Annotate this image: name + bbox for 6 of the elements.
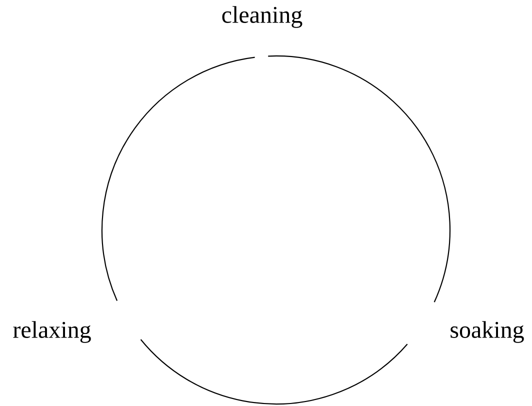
arc-line — [268, 56, 451, 302]
node-label: cleaning — [222, 6, 302, 28]
arc-line — [102, 56, 255, 301]
node-label: relaxing — [13, 321, 91, 343]
arc-line — [140, 339, 408, 404]
node-label: soaking — [450, 321, 524, 343]
